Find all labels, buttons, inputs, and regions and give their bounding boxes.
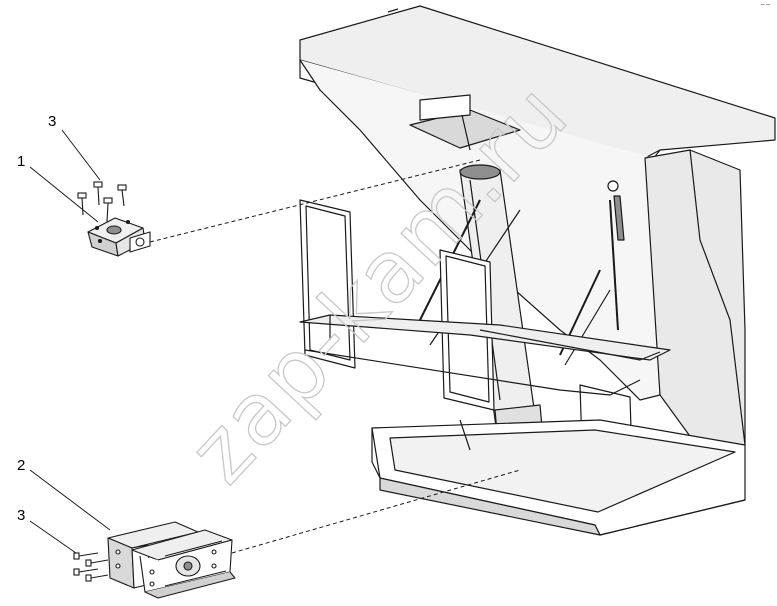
callout-3-bottom: 3 bbox=[17, 507, 25, 524]
leader-bottom-2 bbox=[29, 469, 111, 531]
callout-leaders bbox=[29, 129, 111, 554]
bolt bbox=[103, 197, 113, 223]
block-holes bbox=[115, 549, 217, 587]
part-3-lower-bolts bbox=[73, 552, 109, 582]
bolt bbox=[93, 181, 103, 206]
base-frame bbox=[371, 419, 746, 536]
dump-body-assembly bbox=[299, 5, 776, 536]
bolt bbox=[85, 574, 109, 582]
bolt bbox=[77, 192, 87, 216]
assembly-line-upper bbox=[149, 159, 481, 243]
guide-rod bbox=[613, 195, 625, 241]
part-3-upper-bolts bbox=[77, 181, 127, 223]
bolt bbox=[117, 184, 127, 207]
corner-mark: ⁻⁻ bbox=[760, 2, 771, 13]
leader-top-3 bbox=[61, 129, 101, 181]
callout-1: 1 bbox=[17, 153, 25, 170]
bolt bbox=[73, 552, 99, 560]
body-rear-panel bbox=[644, 149, 746, 451]
callout-3-top: 3 bbox=[48, 113, 56, 130]
leader-top-1 bbox=[29, 166, 99, 223]
bolt bbox=[73, 568, 99, 576]
bolt bbox=[85, 559, 109, 567]
part-1-upper-mount bbox=[87, 217, 151, 257]
part-2-lower-mount bbox=[107, 521, 236, 599]
callout-2: 2 bbox=[17, 457, 25, 474]
assembly-lines bbox=[149, 159, 521, 554]
leader-bottom-3 bbox=[29, 520, 77, 554]
assembly-line-lower bbox=[231, 469, 521, 554]
